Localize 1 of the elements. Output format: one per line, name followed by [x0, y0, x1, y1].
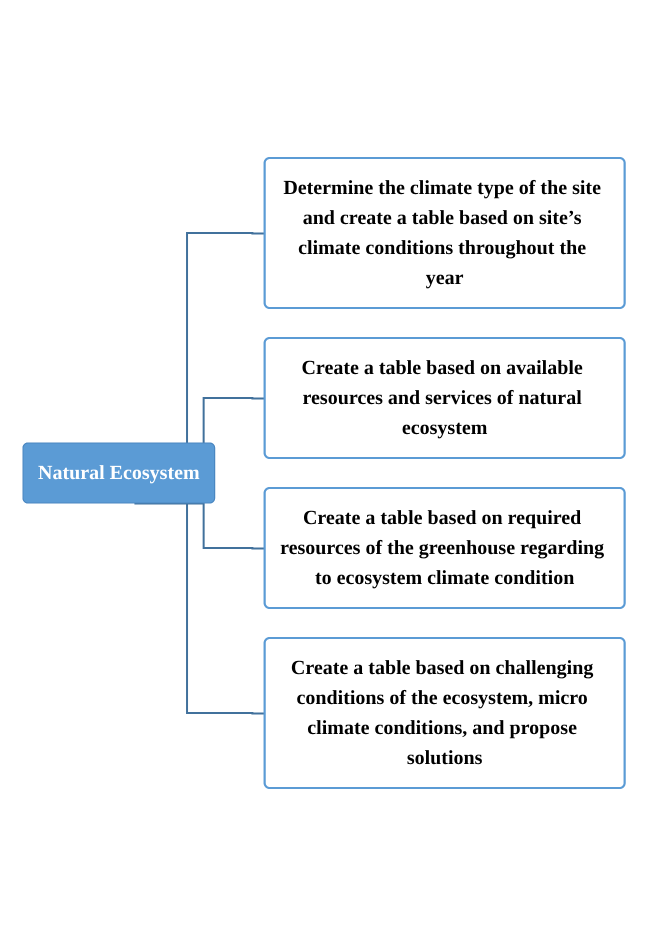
connector — [134, 502, 266, 714]
